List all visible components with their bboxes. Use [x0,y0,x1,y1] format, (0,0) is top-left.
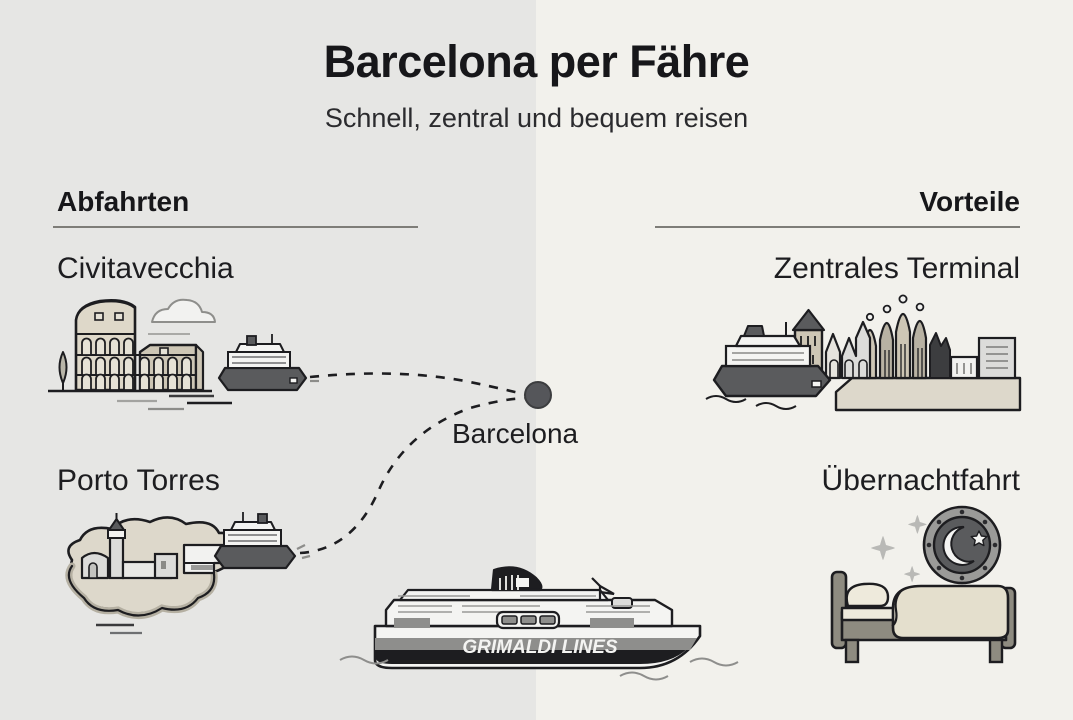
route-map [299,372,552,555]
colosseum-ferry-illustration [48,298,319,411]
bed-night-porthole-illustration [830,505,1017,664]
hull-text: GRIMALDI LINES [462,637,617,658]
barcelona-skyline-ferry-illustration [705,294,1022,412]
divider-right [655,226,1020,228]
bed-icon [830,570,1017,664]
route-civitavecchia-barcelona [309,372,532,398]
sparkle-icon [871,515,927,583]
cathedral-nave-icon [824,320,872,380]
label-uebernachtfahrt: Übernachtfahrt [821,464,1020,497]
page-subtitle: Schnell, zentral und bequem reisen [324,103,749,133]
water-lines [117,379,319,411]
hub-node-barcelona [524,381,552,409]
grimaldi-lines-ferry: GRIMALDI LINES [339,566,739,681]
cloud-icon [148,298,216,335]
sagrada-familia-icon [862,294,928,380]
column-heading-departures: Abfahrten [57,186,190,217]
lighthouse-icon [107,513,126,580]
cypress-tree-icon [58,351,68,390]
hub-label-barcelona: Barcelona [452,418,579,449]
column-heading-benefits: Vorteile [919,186,1020,217]
ferry-icon [213,512,297,570]
label-civitavecchia: Civitavecchia [57,252,234,285]
sardinia-island-ferry-illustration [65,512,311,635]
route-portotorres-barcelona [299,396,531,555]
water-lines [339,655,739,681]
ferry-icon [705,322,832,410]
divider-left [53,226,418,228]
page-title: Barcelona per Fähre [323,36,750,87]
water-lines [96,544,311,635]
colosseum-icon [74,298,205,392]
ferry-icon [217,334,308,392]
label-porto-torres: Porto Torres [57,464,220,497]
porthole-moon-icon [922,505,1002,585]
label-zentrales-terminal: Zentrales Terminal [773,252,1020,285]
